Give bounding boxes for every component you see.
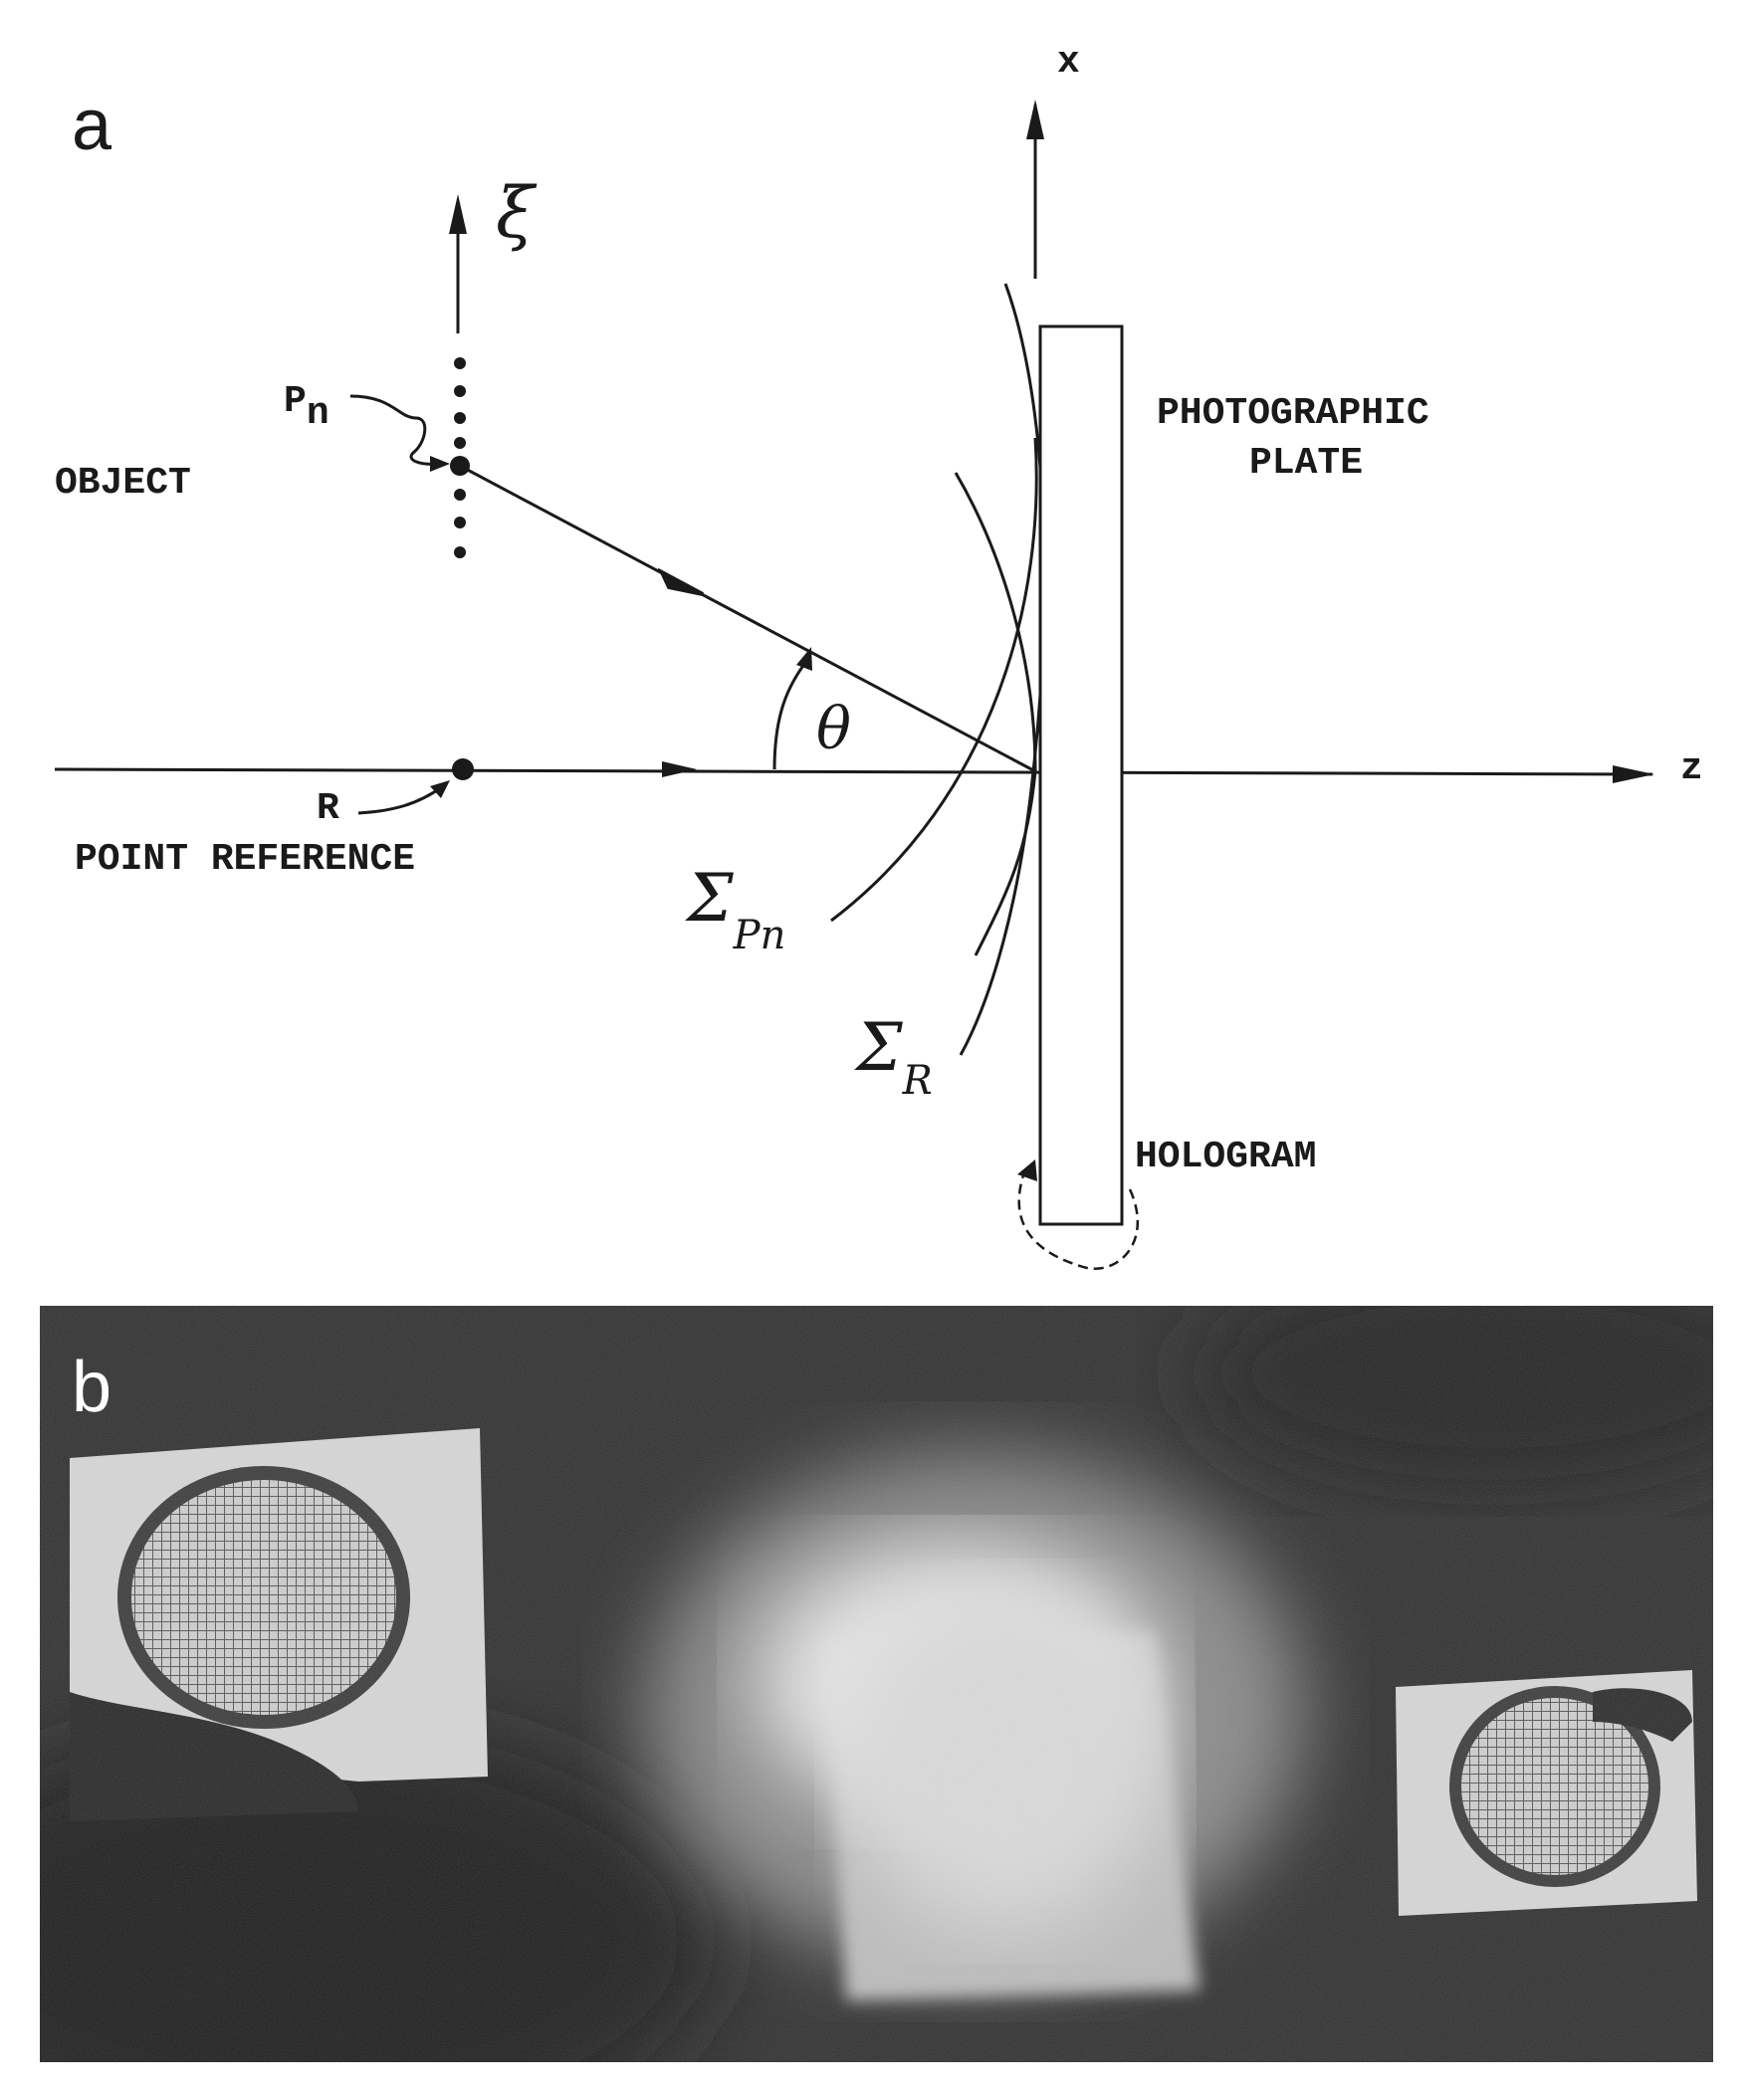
- xi-axis-arrowhead: [449, 194, 467, 234]
- panel-b-label: b: [72, 1348, 111, 1427]
- point-reference-label: POINT REFERENCE: [75, 838, 415, 881]
- z-axis-arrowhead: [1613, 765, 1654, 783]
- point-pn-label: Pn: [284, 380, 329, 435]
- hologram-label: HOLOGRAM: [1135, 1136, 1316, 1178]
- object-ray: [459, 464, 1036, 773]
- reference-ray-arrow: [662, 761, 697, 777]
- xi-axis-label: ξ: [496, 172, 538, 254]
- z-axis-label: z: [1680, 747, 1703, 790]
- object-label: OBJECT: [55, 462, 191, 505]
- sigma-pn-label: ΣPn: [685, 860, 785, 958]
- panel-b-photo: b: [40, 1306, 1713, 2062]
- angle-label: θ: [816, 695, 851, 762]
- x-axis-arrowhead: [1026, 100, 1044, 139]
- hologram-pointer-arrowhead: [1017, 1159, 1037, 1181]
- object-ray-arrow: [657, 567, 704, 596]
- pn-pointer-arrowhead: [430, 456, 450, 472]
- sigma-r-label: ΣR: [854, 1009, 933, 1104]
- point-r-label: R: [317, 787, 339, 830]
- angle-arc: [772, 658, 810, 770]
- r-pointer-arrowhead: [430, 780, 450, 798]
- wavefront-sigma-pn-upper: [954, 472, 1037, 956]
- panel-a-label: a: [72, 86, 112, 165]
- r-pointer: [357, 784, 444, 815]
- pn-pointer: [349, 394, 444, 466]
- x-axis-label: x: [1057, 41, 1080, 84]
- plate-label-line1: PHOTOGRAPHIC: [1157, 392, 1429, 435]
- plate-label-line2: PLATE: [1249, 442, 1363, 485]
- photographic-plate: [1038, 324, 1124, 1226]
- reference-point: [452, 758, 474, 780]
- panel-a-diagram: a z x ξ Pn O: [54, 41, 1703, 1270]
- object-points: [450, 357, 470, 558]
- z-axis: [54, 767, 1653, 776]
- angle-arc-arrowhead: [796, 647, 812, 671]
- wavefront-sigma-pn: [830, 437, 1038, 923]
- wavefront-sigma-r: [959, 283, 1046, 1056]
- hologram-pointer: [1017, 1168, 1140, 1270]
